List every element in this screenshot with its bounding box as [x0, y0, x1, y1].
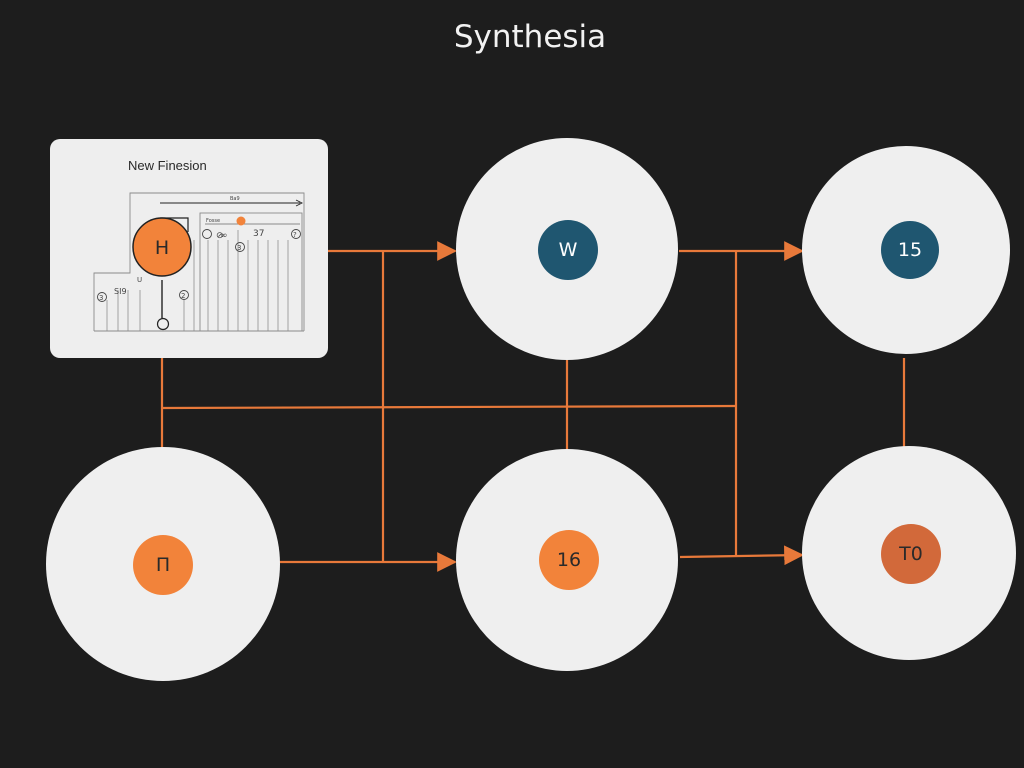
panel-sym-f: 3: [99, 294, 103, 302]
panel-sym-c: 3: [237, 244, 241, 252]
edge-16-to-10: [679, 545, 804, 566]
panel-tiny-top: Ba9: [230, 196, 240, 202]
panel-sym-e: ?: [293, 231, 297, 239]
badge-10: [881, 524, 941, 584]
panel-title: New Finesion: [128, 158, 207, 173]
panel-sym-a: ⊘: [216, 231, 224, 241]
panel-node-h-label: H: [155, 237, 169, 259]
panel-tiny-inner-head: Fosse: [206, 218, 220, 224]
connectors: [160, 241, 906, 572]
badge-w-label: W: [559, 239, 578, 261]
panel-tiny-mid: U: [137, 276, 142, 284]
panel-node-dot: [236, 216, 246, 226]
panel-sketch: [93, 192, 305, 332]
panel-node-h[interactable]: [132, 217, 192, 277]
finesion-panel[interactable]: New Finesion: [50, 139, 328, 358]
badge-15: [881, 221, 939, 279]
page-title: Synthesia: [454, 19, 606, 55]
panel-sym-b: ∞: [220, 231, 228, 241]
badge-11-label: П: [156, 554, 170, 576]
node-badges: [133, 220, 941, 595]
panel-sym-g: 2: [181, 292, 185, 300]
panel-tiny-left: SI9: [114, 287, 127, 296]
badge-10-label: T0: [898, 543, 923, 565]
panel-sym-d: 37: [253, 229, 264, 239]
badge-w: [538, 220, 598, 280]
badge-16: [539, 530, 599, 590]
badge-16-label: 16: [557, 549, 581, 571]
horizontal-bus: [161, 404, 737, 410]
badge-11: [133, 535, 193, 595]
badge-15-label: 15: [898, 239, 922, 261]
